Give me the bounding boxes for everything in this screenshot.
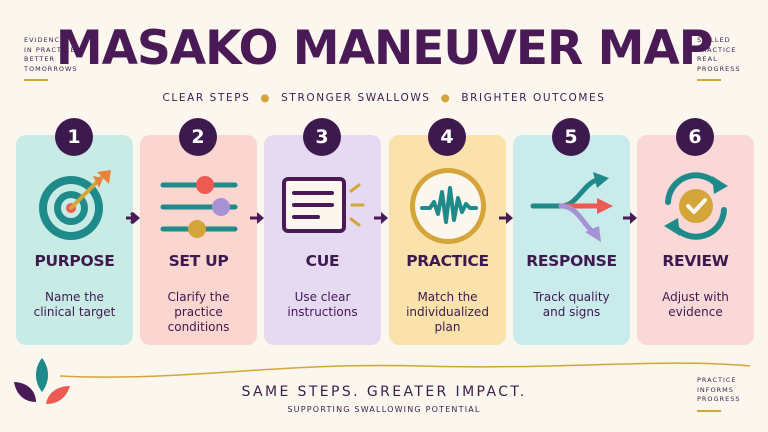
step-description: Match the individualized plan bbox=[406, 290, 489, 334]
tagline: CLEAR STEPS ● STRONGER SWALLOWS ● BRIGHTER O… bbox=[0, 92, 768, 104]
gold-accent-bar bbox=[697, 79, 721, 81]
corner-note-bottom-right: PRACTICE INFORMS PROGRESS bbox=[697, 376, 740, 412]
step-title: CUE bbox=[305, 252, 340, 270]
corner-note-top-left: EVIDENCE IN PRACTICE BETTER TOMORROWS bbox=[24, 36, 78, 81]
step-description: Adjust with evidence bbox=[662, 290, 729, 319]
corner-note-line: PROGRESS bbox=[697, 395, 741, 403]
gold-accent-bar bbox=[697, 409, 721, 412]
corner-note-top-right: SKILLED PRACTICE REAL PROGRESS bbox=[697, 36, 740, 81]
tagline-item: BRIGHTER OUTCOMES bbox=[461, 92, 606, 104]
step-number-badge: 3 bbox=[303, 118, 341, 156]
corner-note-line: PRACTICE bbox=[697, 376, 737, 384]
step-description: Clarify the practice conditions bbox=[167, 290, 230, 334]
closing-subline: SUPPORTING SWALLOWING POTENTIAL bbox=[287, 405, 481, 414]
corner-note-line: EVIDENCE bbox=[24, 36, 66, 44]
right-arrow-icon bbox=[623, 212, 637, 224]
gold-accent-bar bbox=[24, 79, 48, 81]
step-description: Track quality and signs bbox=[533, 290, 610, 319]
step-number-badge: 5 bbox=[552, 118, 590, 156]
leaves-logo-icon bbox=[14, 358, 70, 404]
step-number-badge: 1 bbox=[55, 118, 93, 156]
right-arrow-icon bbox=[499, 212, 513, 224]
target-icon bbox=[16, 164, 133, 248]
right-arrow-icon bbox=[250, 212, 264, 224]
step-title: PRACTICE bbox=[406, 252, 489, 270]
step-card-response bbox=[513, 135, 630, 345]
dot-separator: ● bbox=[440, 92, 452, 104]
corner-note-line: SKILLED bbox=[697, 36, 731, 44]
right-arrow-icon bbox=[374, 212, 388, 224]
closing-headline: SAME STEPS. GREATER IMPACT. bbox=[241, 384, 527, 400]
step-title: SET UP bbox=[168, 252, 229, 270]
review-cycle-icon bbox=[637, 164, 754, 248]
step-description: Use clear instructions bbox=[287, 290, 358, 319]
corner-note-line: TOMORROWS bbox=[24, 64, 78, 73]
step-card-review bbox=[637, 135, 754, 345]
cue-card-icon bbox=[264, 164, 381, 248]
corner-note-line: BETTER bbox=[24, 55, 56, 63]
step-title: PURPOSE bbox=[34, 252, 115, 270]
step-title: REVIEW bbox=[662, 252, 729, 270]
waveform-icon bbox=[389, 164, 506, 248]
corner-note-line: REAL bbox=[697, 55, 718, 63]
step-card-purpose bbox=[16, 135, 133, 345]
step-card-set-up bbox=[140, 135, 257, 345]
decorative-wave-line bbox=[60, 362, 750, 378]
dot-separator: ● bbox=[260, 92, 272, 104]
step-description: Name the clinical target bbox=[33, 290, 116, 319]
corner-note-line: PRACTICE bbox=[697, 45, 737, 54]
step-number-badge: 2 bbox=[179, 118, 217, 156]
corner-note-line: PROGRESS bbox=[697, 64, 741, 73]
step-title: RESPONSE bbox=[526, 252, 617, 270]
step-number-badge: 4 bbox=[428, 118, 466, 156]
corner-note-line: IN PRACTICE bbox=[24, 45, 76, 54]
tagline-item: STRONGER SWALLOWS bbox=[281, 92, 431, 104]
right-arrow-icon bbox=[126, 211, 140, 225]
sliders-icon bbox=[140, 164, 257, 248]
step-number-badge: 6 bbox=[676, 118, 714, 156]
corner-note-line: INFORMS bbox=[697, 385, 734, 394]
tagline-item: CLEAR STEPS bbox=[162, 92, 251, 104]
branching-arrows-icon bbox=[513, 164, 630, 248]
page-title: MASAKO MANEUVER MAP bbox=[55, 21, 713, 76]
step-card-cue bbox=[264, 135, 381, 345]
